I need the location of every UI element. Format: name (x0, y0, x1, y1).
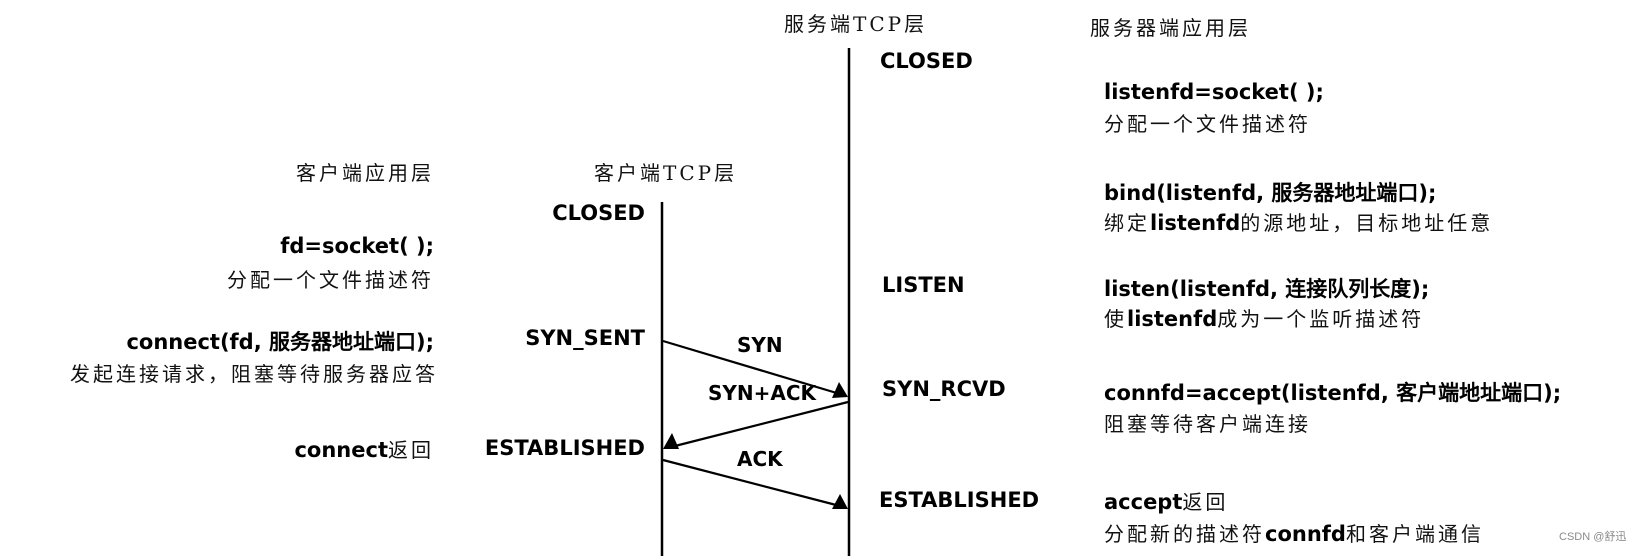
server-step-accept-return-desc: 分配新的描述符connfd和客户端通信 (1104, 518, 1484, 547)
server-step-bind-call: bind(listenfd, 服务器地址端口); (1104, 181, 1437, 205)
client-connect-return-code: connect (294, 438, 388, 462)
syn-arrow-line (662, 339, 841, 396)
syn-ack-arrowhead (663, 433, 679, 449)
csdn-watermark: CSDN @舒迅 (1559, 531, 1627, 543)
syn-arrowhead (832, 382, 848, 398)
client-step-connect-desc: 发起连接请求，阻塞等待服务器应答 (70, 362, 438, 386)
listen-desc-post: 成为一个监听描述符 (1217, 307, 1425, 331)
server-step-accept-desc: 阻塞等待客户端连接 (1104, 412, 1311, 436)
server-step-listen-desc: 使listenfd成为一个监听描述符 (1104, 303, 1424, 332)
client-state-syn-sent: SYN_SENT (525, 326, 645, 350)
server-step-accept-return: accept返回 (1104, 486, 1228, 515)
server-state-listen: LISTEN (882, 273, 965, 297)
client-tcp-layer-header: 客户端TCP层 (594, 161, 738, 185)
client-connect-return-text: 返回 (388, 438, 434, 462)
accept-desc-post: 和客户端通信 (1345, 522, 1484, 546)
ack-arrowhead (832, 494, 848, 509)
server-tcp-layer-header: 服务端TCP层 (784, 12, 928, 36)
server-app-layer-header: 服务器端应用层 (1090, 16, 1251, 40)
client-app-layer-header: 客户端应用层 (296, 161, 434, 185)
listen-desc-code: listenfd (1127, 307, 1218, 331)
bind-desc-post: 的源地址，目标地址任意 (1240, 211, 1494, 235)
server-step-socket-call: listenfd=socket( ); (1104, 80, 1324, 104)
bind-desc-code: listenfd (1150, 211, 1241, 235)
message-label-syn-ack: SYN+ACK (708, 381, 817, 405)
server-state-syn-rcvd: SYN_RCVD (882, 377, 1006, 401)
server-state-closed: CLOSED (880, 49, 973, 73)
ack-arrow-line (662, 458, 841, 508)
server-step-accept-call: connfd=accept(listenfd, 客户端地址端口); (1104, 381, 1562, 405)
client-step-connect-call: connect(fd, 服务器地址端口); (126, 330, 434, 354)
message-label-ack: ACK (737, 447, 783, 471)
client-state-established: ESTABLISHED (484, 436, 645, 460)
server-step-socket-desc: 分配一个文件描述符 (1104, 112, 1311, 136)
server-state-established: ESTABLISHED (879, 488, 1040, 512)
server-step-listen-call: listen(listenfd, 连接队列长度); (1104, 277, 1430, 301)
client-state-closed: CLOSED (552, 201, 645, 225)
server-step-bind-desc: 绑定listenfd的源地址，目标地址任意 (1104, 207, 1493, 236)
message-label-syn: SYN (737, 333, 783, 357)
listen-desc-pre: 使 (1104, 307, 1127, 331)
accept-desc-code: connfd (1265, 522, 1346, 546)
client-step-socket-call: fd=socket( ); (280, 234, 434, 258)
syn-ack-arrow-line (670, 400, 849, 449)
client-step-connect-return: connect返回 (294, 434, 434, 463)
accept-return-code: accept (1104, 490, 1183, 514)
client-step-socket-desc: 分配一个文件描述符 (227, 268, 434, 292)
accept-return-text: 返回 (1182, 490, 1229, 514)
accept-desc-pre: 分配新的描述符 (1104, 522, 1265, 546)
bind-desc-pre: 绑定 (1104, 211, 1150, 235)
